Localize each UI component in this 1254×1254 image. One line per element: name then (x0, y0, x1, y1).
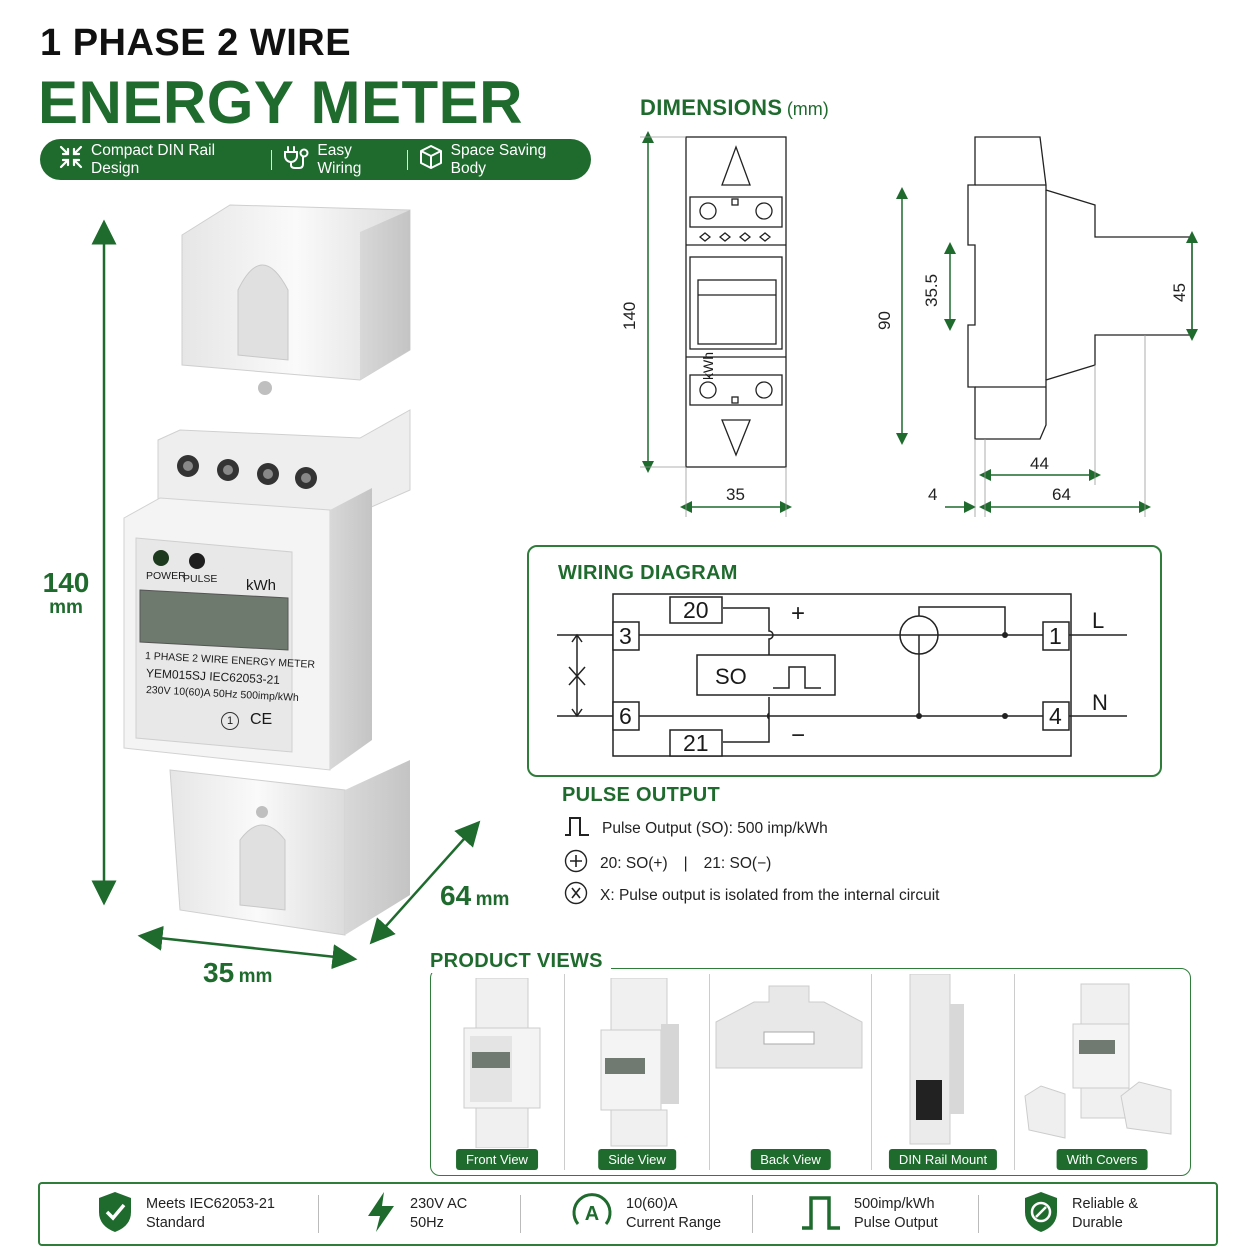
product-views-box (430, 968, 1191, 1176)
front-view-thumb: Front View (430, 968, 564, 1174)
pulse-wave-icon (564, 815, 590, 842)
width-dimension: 35 mm (203, 957, 273, 988)
wiring-schematic (557, 593, 1127, 757)
side-step-label: 45 (1170, 283, 1189, 302)
line-label: L (1092, 608, 1105, 633)
title-line-2: ENERGY METER (38, 69, 523, 136)
side-depth-label: 64 (1052, 485, 1071, 504)
pulse-isolation-line: X: Pulse output is isolated from the int… (564, 881, 939, 910)
divider (271, 149, 273, 170)
side-view-label: Side View (598, 1149, 676, 1170)
terminal-20: 20 (683, 597, 709, 623)
spec-durable: Reliable &Durable (1022, 1184, 1138, 1244)
shield-check-icon (96, 1190, 134, 1239)
title-line-1: 1 PHASE 2 WIRE (40, 22, 352, 64)
side-body-label: 44 (1030, 454, 1049, 473)
lightning-icon (364, 1190, 398, 1239)
feature-space: Space Saving Body (408, 142, 591, 178)
front-view-label: Front View (456, 1149, 538, 1170)
x-circle-icon (564, 881, 588, 910)
feature-wiring: Easy Wiring (272, 142, 406, 178)
divider (520, 1195, 521, 1233)
cube-icon (418, 144, 444, 175)
terminal-6: 6 (619, 703, 632, 729)
class-one-mark: 1 (221, 712, 239, 730)
feature-compact: Compact DIN Rail Design (40, 142, 271, 178)
compress-arrows-icon (58, 144, 84, 175)
minus-sign: − (791, 722, 806, 749)
din-rail-thumb: DIN Rail Mount (872, 968, 1014, 1174)
svg-text:A: A (585, 1203, 599, 1225)
depth-dimension: 64 mm (440, 880, 510, 911)
dimensions-heading: DIMENSIONS (mm) (640, 95, 829, 120)
side-height-label: 90 (875, 311, 894, 330)
feature-pill: Compact DIN Rail Design Easy Wiring Spac… (40, 139, 591, 180)
front-unit-label: kWh (700, 352, 716, 380)
product-views-title: PRODUCT VIEWS (430, 950, 611, 973)
front-height-label: 140 (620, 301, 639, 330)
neutral-label: N (1092, 690, 1108, 715)
feature-label: Space Saving Body (450, 141, 547, 177)
pulse-wave-icon (800, 1192, 842, 1237)
terminal-21: 21 (683, 730, 709, 756)
back-view-thumb: Back View (710, 968, 871, 1174)
front-width-label: 35 (726, 485, 745, 504)
product-views-gallery: Front View Side View Back View DIN Rail … (430, 968, 1189, 1174)
feature-label: Easy Wiring (317, 141, 362, 177)
pulse-rate-line: Pulse Output (SO): 500 imp/kWh (564, 815, 828, 842)
plug-icon (282, 144, 310, 175)
terminal-1: 1 (1049, 623, 1062, 649)
back-view-label: Back View (750, 1149, 831, 1170)
side-offset-label: 4 (928, 485, 938, 504)
kwh-label: kWh (246, 577, 276, 594)
divider (318, 1195, 319, 1233)
led-pulse-label: PULSE (183, 573, 218, 585)
height-dimension: 140 mm (42, 567, 90, 618)
pulse-terminals-line: 20: SO(+) | 21: SO(−) (564, 849, 771, 878)
divider (978, 1195, 979, 1233)
terminal-3: 3 (619, 623, 632, 649)
plus-sign: + (791, 600, 806, 627)
led-power-label: POWER (146, 570, 186, 582)
side-view-thumb: Side View (565, 968, 709, 1174)
side-rail-label: 35.5 (922, 273, 941, 307)
divider (406, 149, 408, 170)
plus-circle-icon (564, 849, 588, 878)
with-covers-label: With Covers (1056, 1149, 1148, 1170)
terminal-4: 4 (1049, 703, 1062, 729)
feature-label: Compact DIN Rail Design (91, 141, 216, 177)
pulse-output-title: PULSE OUTPUT (562, 784, 721, 806)
divider (752, 1195, 753, 1233)
din-rail-label: DIN Rail Mount (888, 1149, 998, 1170)
wiring-diagram-box (527, 545, 1162, 777)
dimension-drawing (640, 131, 1198, 517)
with-covers-thumb: With Covers (1015, 968, 1189, 1174)
wiring-diagram-title: WIRING DIAGRAM (558, 562, 738, 584)
ampere-gauge-icon: A (570, 1190, 614, 1239)
energy-meter-illustration (91, 204, 481, 970)
so-label: SO (715, 664, 747, 689)
ce-mark: CE (250, 711, 273, 728)
shield-durable-icon (1022, 1190, 1060, 1239)
